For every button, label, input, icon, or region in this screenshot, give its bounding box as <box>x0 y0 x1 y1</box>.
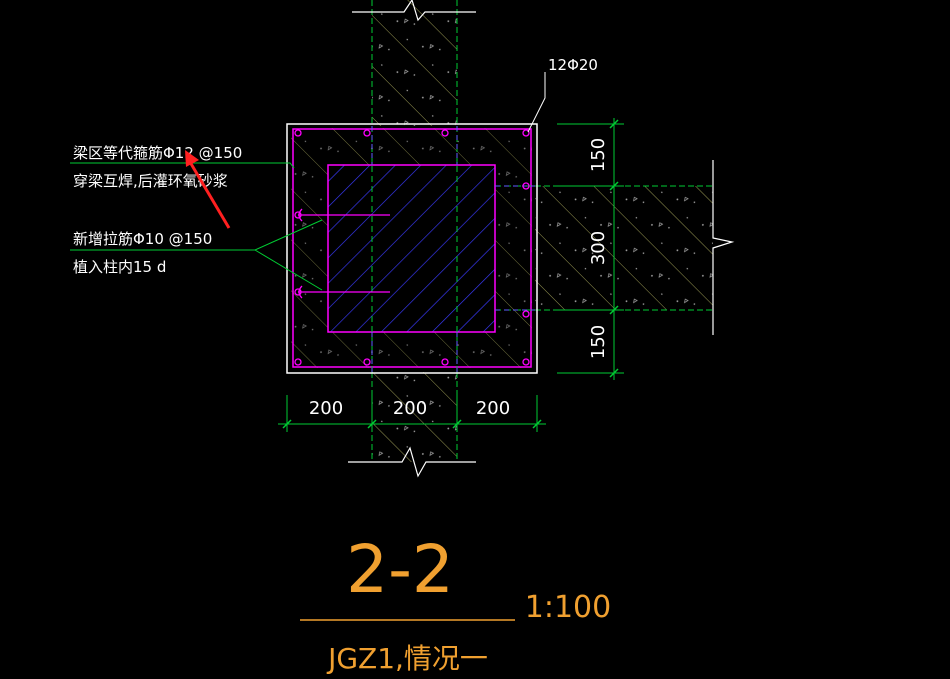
break-line-right <box>712 160 735 335</box>
section-subtitle: JGZ1,情况一 <box>326 642 488 675</box>
jacket-outline <box>286 123 538 374</box>
dim-h-2: 200 <box>393 398 427 419</box>
leader-note2b <box>254 249 323 291</box>
tie-bars <box>298 208 390 299</box>
rebar-label: 12Φ20 <box>548 56 598 74</box>
beam <box>535 160 735 335</box>
note1-line1: 梁区等代箍筋Φ12 @150 <box>73 144 242 162</box>
dim-v-1: 150 <box>588 138 609 172</box>
section-title: 2-2 <box>346 531 454 608</box>
note1-line2: 穿梁互焊,后灌环氧砂浆 <box>73 172 228 190</box>
red-arrow <box>185 150 231 229</box>
note2-line2: 植入柱内15 d <box>73 258 166 276</box>
upper-column <box>352 0 476 126</box>
outer-stirrup <box>292 128 532 368</box>
dim-h-3: 200 <box>476 398 510 419</box>
leader-rebar <box>527 72 546 133</box>
horizontal-dimension <box>278 395 546 432</box>
dim-h-1: 200 <box>309 398 343 419</box>
scale-label: 1:100 <box>525 590 611 625</box>
dim-v-3: 150 <box>588 325 609 359</box>
break-line-bottom <box>348 446 476 478</box>
leader-note1 <box>70 162 295 169</box>
original-column <box>327 164 496 333</box>
beam-stirrup-dashes <box>371 126 535 372</box>
note2-line1: 新增拉筋Φ10 @150 <box>73 230 212 248</box>
break-line-top <box>352 0 476 22</box>
dim-v-2: 300 <box>588 231 609 265</box>
lower-column <box>348 372 476 478</box>
vertical-dimension <box>557 118 624 380</box>
